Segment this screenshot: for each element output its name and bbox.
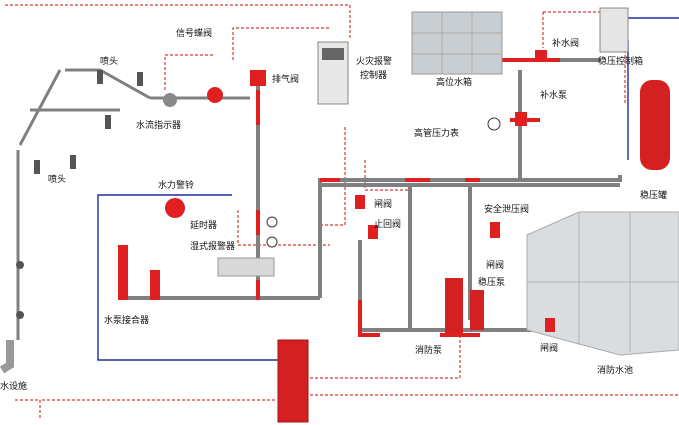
signal-valve-label: 信号蝶阀 <box>176 29 213 39</box>
signal-lines-blue <box>97 17 679 361</box>
fire-alarm-controller-label-1: 火灾报警 <box>356 57 393 67</box>
pump-adapter-shape-2 <box>150 270 160 300</box>
fire-pump-shape <box>445 278 463 333</box>
water-alarm-bell-label: 水力警铃 <box>158 181 195 191</box>
fire-pump-label: 消防泵 <box>415 346 443 356</box>
gate-valve-bottom-label: 闸阀 <box>540 344 559 354</box>
pump-adapter-shape <box>118 245 128 300</box>
stabilizing-pump-label: 稳压泵 <box>478 278 506 288</box>
controller-screen <box>322 48 344 60</box>
pressure-gauge-1 <box>266 216 278 228</box>
fire-pool-label: 消防水池 <box>597 366 634 376</box>
delay-device-label: 延时器 <box>190 221 218 231</box>
fire-pool <box>526 211 679 356</box>
wet-alarm-valve-label: 湿式报警器 <box>190 242 236 252</box>
drain-facility-label: 水设施 <box>0 382 28 392</box>
stabilizing-tank-shape <box>640 80 670 170</box>
stabilizing-control-box-shape <box>599 7 629 53</box>
signal-butterfly-valve-shape <box>207 87 223 103</box>
fire-alarm-controller-label-2: 控制器 <box>360 71 388 81</box>
high-pipe-gauge-shape <box>487 117 501 131</box>
water-flow-indicator-shape <box>163 93 177 107</box>
alarm-valve-base <box>217 257 275 277</box>
sprinkler-bottom-label: 喷头 <box>48 175 67 185</box>
pump-adapter-label: 水泵接合器 <box>104 316 150 326</box>
gate-valve-top-label: 闸阀 <box>374 200 393 210</box>
stabilizing-control-box-label: 稳压控制箱 <box>598 57 644 67</box>
high-tank <box>411 11 503 75</box>
exhaust-valve-label: 排气阀 <box>272 75 300 85</box>
make-up-pump-label: 补水泵 <box>540 91 568 101</box>
high-pipe-pressure-gauge-label: 高管压力表 <box>414 129 460 139</box>
safety-pressure-valve-label: 安全泄压阀 <box>484 205 530 215</box>
exhaust-valve-shape <box>250 70 266 86</box>
water-flow-indicator-label: 水流指示器 <box>136 121 182 131</box>
water-alarm-bell-shape <box>165 198 185 218</box>
make-up-valve-label: 补水阀 <box>552 39 580 49</box>
valves <box>355 50 555 332</box>
sprinklers <box>16 70 143 319</box>
sprinkler-top-label: 喷头 <box>100 57 119 67</box>
red-pipe-segments <box>256 58 560 337</box>
pressure-gauge-2 <box>266 236 278 248</box>
pump-control-cabinet <box>277 339 309 423</box>
gate-valve-right-label: 闸阀 <box>486 261 505 271</box>
stabilizing-pump-shape <box>470 290 484 330</box>
stabilizing-tank-label: 稳压罐 <box>640 191 668 201</box>
high-tank-label: 高位水箱 <box>436 78 473 88</box>
check-valve-label: 止回阀 <box>374 220 402 230</box>
drain-pipe <box>0 340 14 374</box>
